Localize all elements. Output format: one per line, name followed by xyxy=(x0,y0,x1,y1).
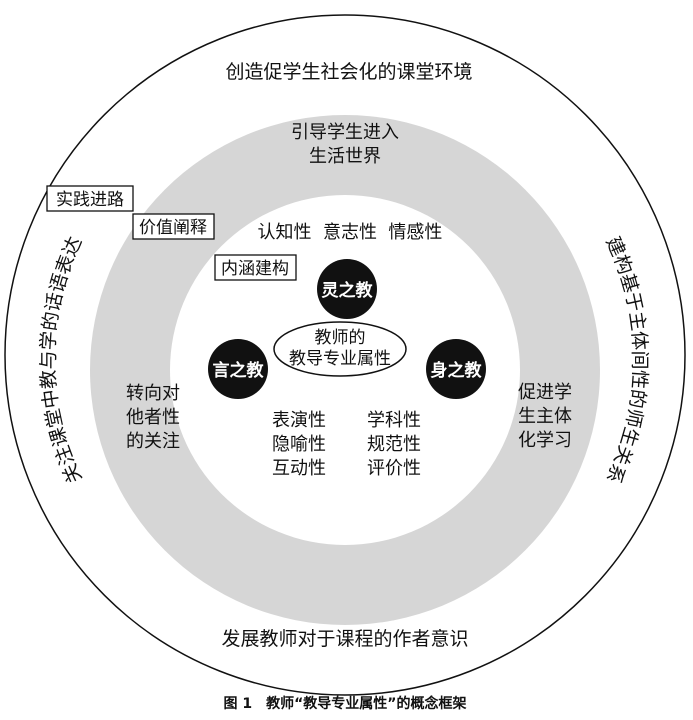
inner-br-3: 评价性 xyxy=(367,458,421,479)
inner-br-2: 规范性 xyxy=(367,434,421,455)
inner-bl-1: 表演性 xyxy=(272,410,326,431)
middle-right-line2: 生主体 xyxy=(518,406,572,427)
middle-left-line3: 的关注 xyxy=(126,431,180,452)
middle-right-line1: 促进学 xyxy=(518,382,572,403)
tag-value: 价值阐释 xyxy=(139,218,207,238)
tag-connotation-box xyxy=(214,254,297,281)
center-line1: 教师的 xyxy=(315,328,366,348)
tag-practice: 实践进路 xyxy=(56,190,124,210)
inner-bl-3: 互动性 xyxy=(272,458,326,479)
outer-top-text: 创造促学生社会化的课堂环境 xyxy=(225,61,472,83)
tag-value-box xyxy=(132,213,215,240)
node-yan-label: 言之教 xyxy=(213,360,265,381)
outer-bottom-text: 发展教师对于课程的作者意识 xyxy=(221,628,468,650)
node-shen xyxy=(426,339,486,399)
node-yan xyxy=(208,339,268,399)
center-ellipse xyxy=(273,321,407,377)
inner-top-traits: 认知性 意志性 情感性 xyxy=(258,222,443,243)
inner-bl-2: 隐喻性 xyxy=(272,434,326,455)
tag-connotation: 内涵建构 xyxy=(221,259,289,279)
middle-top-line1: 引导学生进入 xyxy=(291,122,399,143)
node-ling-label: 灵之教 xyxy=(322,280,374,301)
node-ling xyxy=(317,259,377,319)
figure-caption: 图 1 教师“教导专业属性”的概念框架 xyxy=(223,695,466,712)
middle-right-line3: 化学习 xyxy=(518,430,572,451)
inner-br-1: 学科性 xyxy=(367,410,421,431)
center-line2: 教导专业属性 xyxy=(289,349,391,369)
middle-left-line2: 他者性 xyxy=(126,407,180,428)
middle-left-line1: 转向对 xyxy=(126,383,180,404)
node-shen-label: 身之教 xyxy=(431,360,483,381)
tag-practice-box xyxy=(46,185,134,212)
middle-top-line2: 生活世界 xyxy=(309,146,381,167)
